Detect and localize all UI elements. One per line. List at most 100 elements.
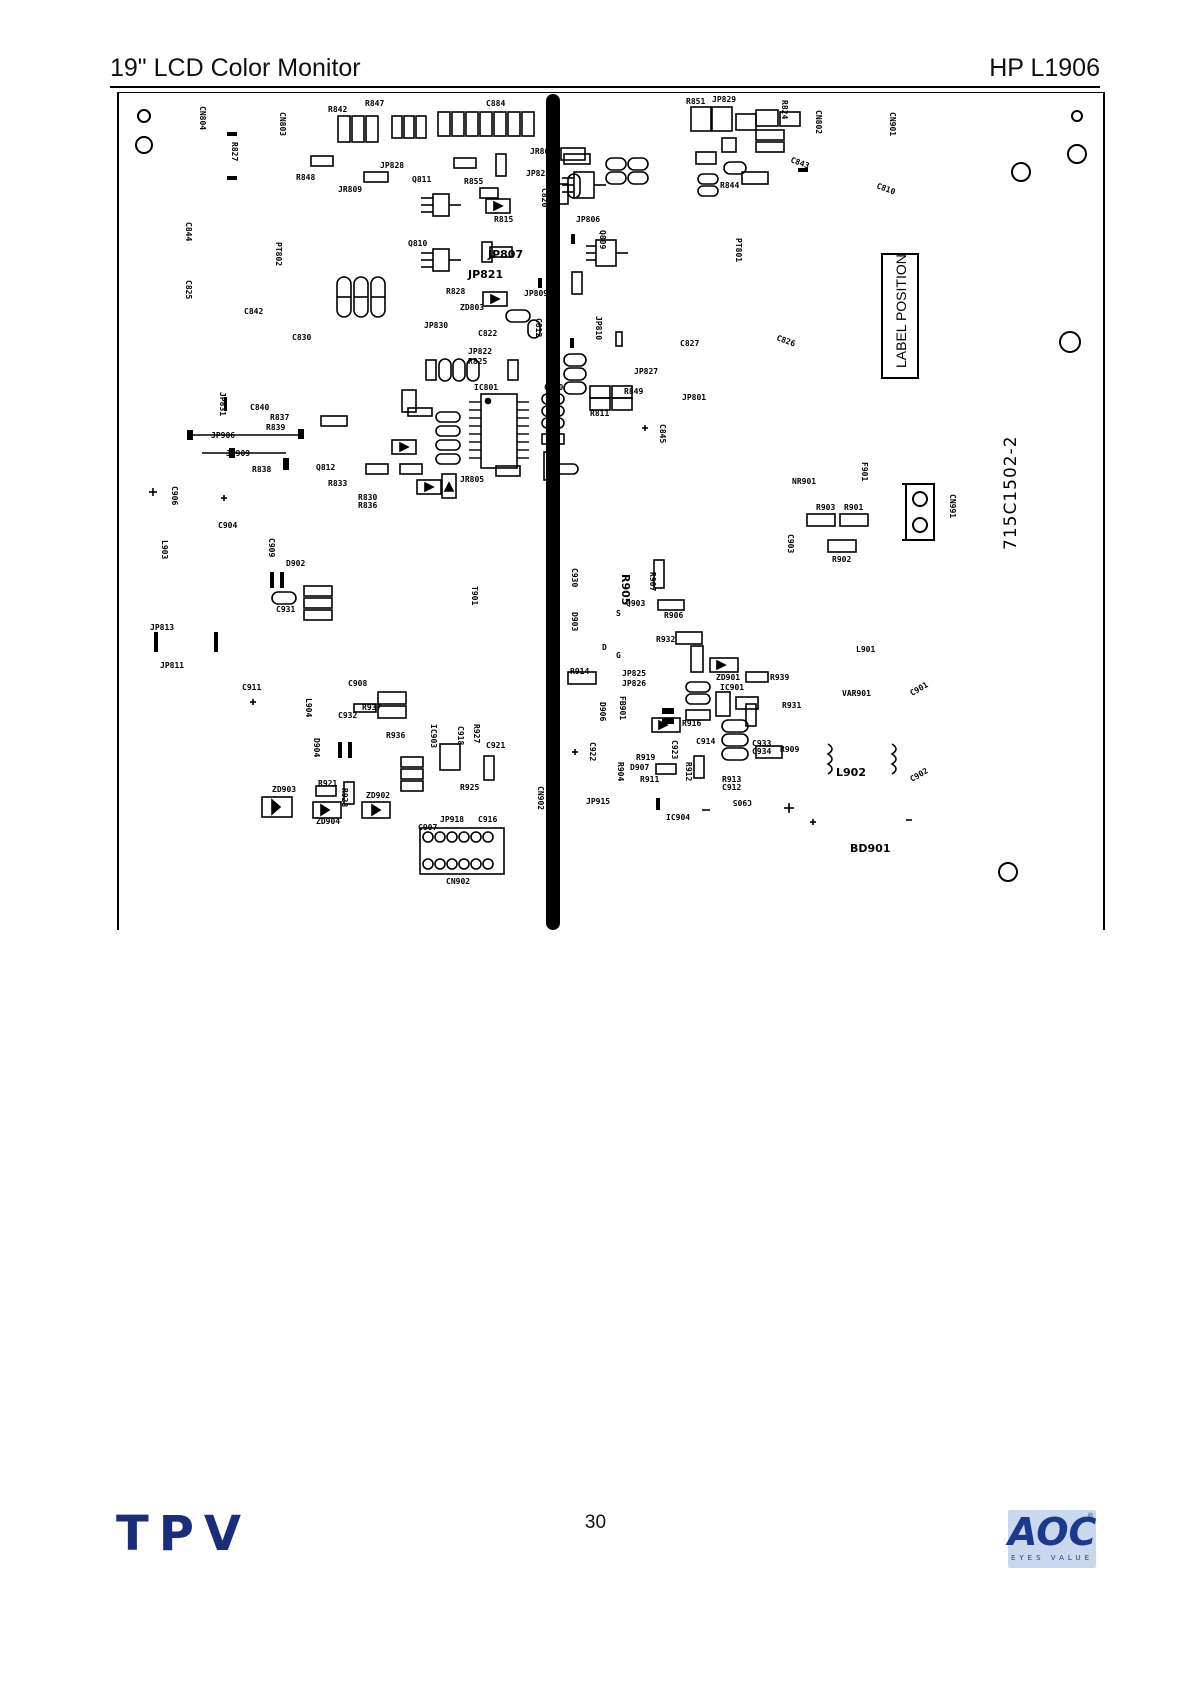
label-cn901: CN901 (888, 112, 897, 136)
label-c918: C918 (456, 726, 465, 745)
label-jr805: JR805 (460, 475, 484, 484)
label-c906: C906 (170, 486, 179, 505)
mounting-hole (1011, 162, 1031, 182)
label-q812: Q812 (316, 463, 335, 472)
registered-mark-icon: ® (1087, 1513, 1093, 1520)
component-cluster-right-mid (527, 147, 633, 481)
label-t901: T901 (470, 586, 479, 605)
label-jp806: JP806 (576, 215, 600, 224)
label-c923: C923 (670, 740, 679, 759)
label-c907: C907 (418, 823, 437, 832)
mounting-hole (137, 109, 151, 123)
mounting-hole (135, 136, 153, 154)
label-c826: C826 (775, 333, 796, 348)
board-part-number: 715C1502-2 (1001, 435, 1021, 550)
label-d903: D903 (570, 612, 579, 631)
label-jp830: JP830 (424, 321, 448, 330)
label-c904: C904 (218, 521, 237, 530)
label-cn802: CN802 (814, 110, 823, 134)
label-q811: Q811 (412, 175, 431, 184)
label-c884: C884 (486, 99, 505, 108)
label-c922: C922 (588, 742, 597, 761)
label-jp826: JP826 (622, 679, 646, 688)
label-zd904: ZD904 (316, 817, 340, 826)
label-pin-s: S (616, 609, 621, 618)
label-d906: D906 (598, 702, 607, 721)
label-r912: R912 (684, 762, 693, 781)
label-c921: C921 (486, 741, 505, 750)
label-r931: R931 (782, 701, 801, 710)
label-jr809: JR809 (338, 185, 362, 194)
label-pin-g: G (616, 651, 621, 660)
label-r902: R902 (832, 555, 851, 564)
label-c820: C820 (540, 188, 549, 207)
label-zd803: ZD803 (460, 303, 484, 312)
label-jp807: JP807 (487, 248, 523, 261)
label-c916: C916 (478, 815, 497, 824)
component-cluster-right-low (567, 513, 869, 779)
polarity-marks (149, 425, 912, 825)
label-r906: R906 (664, 611, 683, 620)
label-c842: C842 (244, 307, 263, 316)
label-r836: R836 (358, 501, 377, 510)
label-r909: R909 (780, 745, 799, 754)
aoc-logo: AOC EYES VALUE ® (1008, 1510, 1096, 1568)
label-r847: R847 (365, 99, 384, 108)
label-jp831: JP831 (218, 392, 227, 416)
label-l903: L903 (160, 540, 169, 559)
mounting-hole (998, 862, 1018, 882)
label-c905: C905 (733, 798, 752, 807)
connector-cn991 (902, 483, 935, 541)
board-divider (546, 94, 560, 930)
label-pin-d: D (602, 643, 607, 652)
label-r901: R901 (844, 503, 863, 512)
label-jp915: JP915 (586, 797, 610, 806)
label-r828: R828 (446, 287, 465, 296)
label-r914: R914 (570, 667, 589, 676)
label-c810: C810 (544, 383, 563, 392)
label-r907: R907 (648, 572, 657, 591)
label-d902: D902 (286, 559, 305, 568)
label-r932: R932 (656, 635, 675, 644)
label-jp801: JP801 (682, 393, 706, 402)
label-jp811: JP811 (160, 661, 184, 670)
capacitor-group-c847 (336, 276, 386, 318)
label-r927: R927 (472, 724, 481, 743)
label-c909: C909 (267, 538, 276, 557)
jumper-lines (188, 434, 300, 454)
label-r839: R839 (266, 423, 285, 432)
document-title: 19" LCD Color Monitor (110, 54, 361, 82)
label-d904: D904 (312, 738, 321, 757)
model-name: HP L1906 (989, 54, 1100, 82)
label-r937: R937 (362, 703, 381, 712)
label-pt802: PT802 (274, 242, 283, 266)
label-r925: R925 (460, 783, 479, 792)
label-pt801: PT801 (734, 238, 743, 262)
label-r848: R848 (296, 173, 315, 182)
label-ic901: IC901 (720, 683, 744, 692)
label-c812: C812 (534, 318, 543, 337)
label-zd902: ZD902 (366, 791, 390, 800)
label-r904: R904 (616, 762, 625, 781)
label-r916: R916 (682, 719, 701, 728)
label-c933: C933 (752, 739, 771, 748)
label-ic904: IC904 (666, 813, 690, 822)
label-jp828: JP828 (380, 161, 404, 170)
capacitor-group-c823 (425, 309, 531, 382)
capacitor-group-right-top (605, 106, 801, 197)
tpv-logo: TPV (116, 1506, 252, 1562)
label-jp809: JP809 (524, 289, 548, 298)
label-f901: F901 (860, 462, 869, 481)
label-c930: C930 (570, 568, 579, 587)
pcb-silkscreen: R847 R842 CN804 CN803 R827 R848 JR809 JP… (117, 92, 1105, 930)
label-c934: C934 (752, 747, 771, 756)
label-c825: C825 (184, 280, 193, 299)
label-l901: L901 (856, 645, 875, 654)
connector-cn902-bottom (419, 827, 505, 875)
label-jp909: JP909 (226, 449, 250, 458)
label-r923: R923 (340, 788, 349, 807)
label-c901: C901 (909, 680, 930, 698)
label-jp823: JP823 (526, 169, 550, 178)
label-c903: C903 (786, 534, 795, 553)
label-c911: C911 (242, 683, 261, 692)
